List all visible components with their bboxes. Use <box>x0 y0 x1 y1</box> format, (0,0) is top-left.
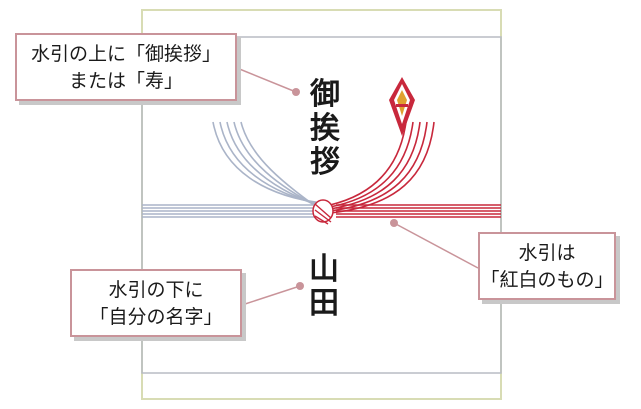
leader-dot-name <box>296 282 304 290</box>
leader-dot-greeting <box>292 88 300 96</box>
family-name-text: 山 田 <box>304 253 344 321</box>
white-mizuhiki-cords <box>142 121 323 218</box>
callout-greeting: 水引の上に「御挨拶」 または「寿」 <box>15 33 237 101</box>
callout-cord: 水引は 「紅白のもの」 <box>478 232 616 300</box>
greeting-text: 御 挨 拶 <box>305 78 345 180</box>
greeting-char: 挨 <box>310 111 340 146</box>
callout-name-line1: 水引の下に <box>108 279 204 301</box>
red-mizuhiki-cords <box>329 121 501 218</box>
name-char: 田 <box>309 286 339 321</box>
name-char: 山 <box>309 252 339 287</box>
callout-cord-line1: 水引は <box>518 242 576 264</box>
leader-dot-cord <box>390 219 398 227</box>
callout-name-line2: 「自分の名字」 <box>89 306 223 328</box>
callout-cord-line2: 「紅白のもの」 <box>480 269 614 291</box>
greeting-char: 拶 <box>310 145 340 180</box>
greeting-char: 御 <box>310 77 340 112</box>
leader-lines <box>236 67 479 306</box>
callout-greeting-line1: 水引の上に「御挨拶」 <box>30 43 221 65</box>
mizuhiki-knot <box>312 199 334 225</box>
noshi-ornament <box>389 77 415 136</box>
callout-name: 水引の下に 「自分の名字」 <box>70 269 242 337</box>
callout-greeting-line2: または「寿」 <box>68 70 183 92</box>
